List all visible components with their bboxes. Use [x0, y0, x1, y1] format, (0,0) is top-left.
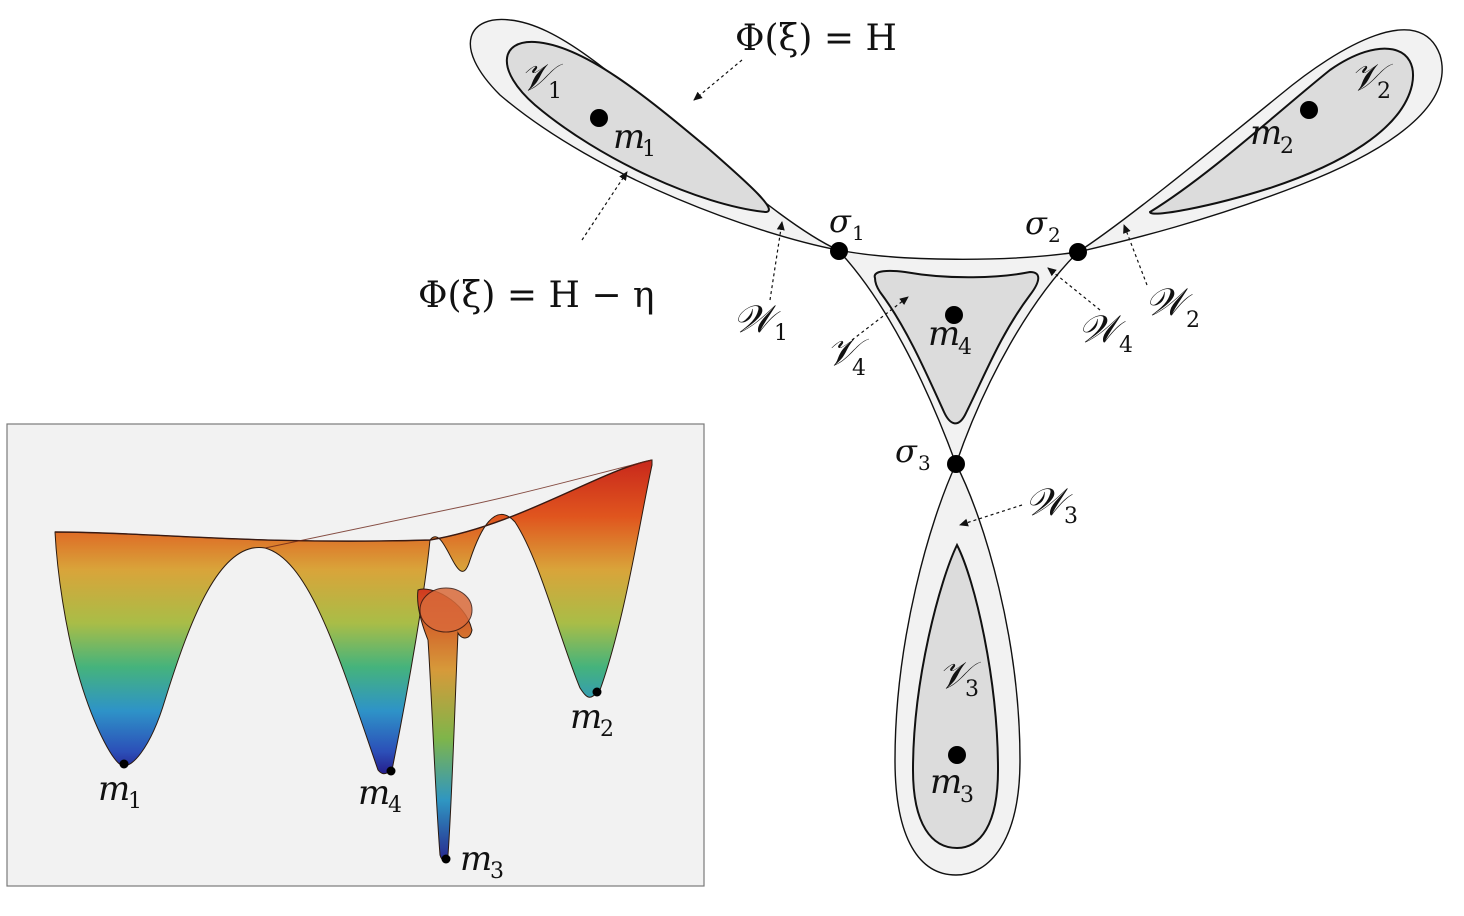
arrow-W4: [1047, 267, 1101, 311]
label-m3-base: m: [930, 762, 962, 802]
surface-label-m3: m 3: [460, 839, 504, 884]
label-m2: m 2: [1250, 113, 1294, 159]
label-m4-base: m: [928, 314, 960, 354]
surface-m4-dot: [386, 766, 396, 776]
surface-rim-edge: [54, 459, 653, 542]
deep-well-rim: [419, 587, 473, 633]
surface-label-m2-base: m: [570, 697, 602, 737]
label-m2-base: m: [1250, 113, 1282, 153]
surface-plot-panel: m 1 m 2 m 3 m 4: [6, 423, 705, 887]
label-m4: m 4: [928, 314, 972, 360]
label-V1-sub: 1: [548, 79, 562, 104]
label-m1-sub: 1: [642, 137, 656, 162]
label-m2-sub: 2: [1280, 134, 1294, 159]
surface-label-m3-base: m: [460, 839, 492, 879]
label-V2-sub: 2: [1377, 79, 1391, 104]
region-V2-shape: [1148, 47, 1415, 215]
contour-diagram: Φ(ξ) = H Φ(ξ) = H − η 𝒱 1 𝒱 2 𝒱 3 𝒱 4 𝒲 …: [418, 18, 1443, 876]
label-s1-sub: 1: [852, 221, 865, 245]
label-s2-sub: 2: [1048, 223, 1061, 247]
minimum-m2-dot: [1300, 101, 1318, 119]
surface-label-m4-base: m: [358, 773, 390, 813]
surface-deep-well: [417, 588, 473, 861]
label-W4-sub: 4: [1119, 333, 1133, 358]
arrow-W3: [959, 504, 1023, 527]
minimum-m1-dot: [590, 109, 608, 127]
surface-m1-dot: [119, 759, 129, 769]
region-V4-shape: [873, 269, 1040, 425]
surface-back-edge: [264, 459, 653, 549]
label-V4-sub: 4: [852, 356, 866, 381]
surface-label-m4: m 4: [358, 773, 402, 818]
label-m4-sub: 4: [958, 335, 972, 360]
label-s3-sub: 3: [918, 451, 931, 475]
label-V3-sub: 3: [965, 677, 979, 702]
label-s2: σ 2: [1025, 204, 1061, 247]
label-V4: 𝒱 4: [826, 330, 869, 381]
label-W1-sub: 1: [774, 321, 788, 346]
region-V3-shape: [911, 542, 1000, 850]
label-s2-base: σ: [1025, 204, 1048, 242]
label-s1-base: σ: [829, 202, 852, 240]
label-W4: 𝒲 4: [1078, 307, 1133, 358]
surface-label-m2: m 2: [570, 697, 614, 742]
label-s3: σ 3: [895, 432, 931, 475]
surface-label-m1-base: m: [98, 769, 130, 809]
arrow-outer-level: [693, 59, 743, 101]
label-s1: σ 1: [829, 202, 865, 245]
label-W2: 𝒲 2: [1145, 280, 1200, 333]
arrow-inner-level: [581, 171, 628, 241]
arrow-W2: [1123, 224, 1148, 286]
label-s3-base: σ: [895, 432, 918, 470]
label-m3: m 3: [930, 762, 974, 808]
surface-label-m1-sub: 1: [128, 789, 142, 814]
saddle-s1-dot: [830, 242, 848, 260]
minimum-m3-dot: [948, 746, 966, 764]
label-W1: 𝒲 1: [733, 297, 788, 346]
label-W3-sub: 3: [1064, 504, 1078, 529]
saddle-s2-dot: [1069, 243, 1087, 261]
label-m1-base: m: [613, 117, 645, 157]
surface-label-m1: m 1: [98, 769, 142, 814]
label-inner-level: Φ(ξ) = H − η: [418, 275, 655, 316]
surface-label-m4-sub: 4: [388, 793, 402, 818]
label-m3-sub: 3: [960, 783, 974, 808]
minimum-m4-dot: [945, 306, 963, 324]
label-W3: 𝒲 3: [1025, 480, 1078, 529]
label-outer-level: Φ(ξ) = H: [735, 18, 897, 59]
saddle-s3-dot: [947, 455, 965, 473]
label-m1: m 1: [613, 117, 656, 162]
surface-label-m2-sub: 2: [600, 717, 614, 742]
surface-m3-dot: [441, 854, 451, 864]
region-V1-shape: [505, 40, 770, 214]
arrow-W1: [769, 221, 785, 301]
surface-m2-dot: [592, 687, 602, 697]
surface-label-m3-sub: 3: [490, 859, 504, 884]
label-W2-sub: 2: [1186, 308, 1200, 333]
